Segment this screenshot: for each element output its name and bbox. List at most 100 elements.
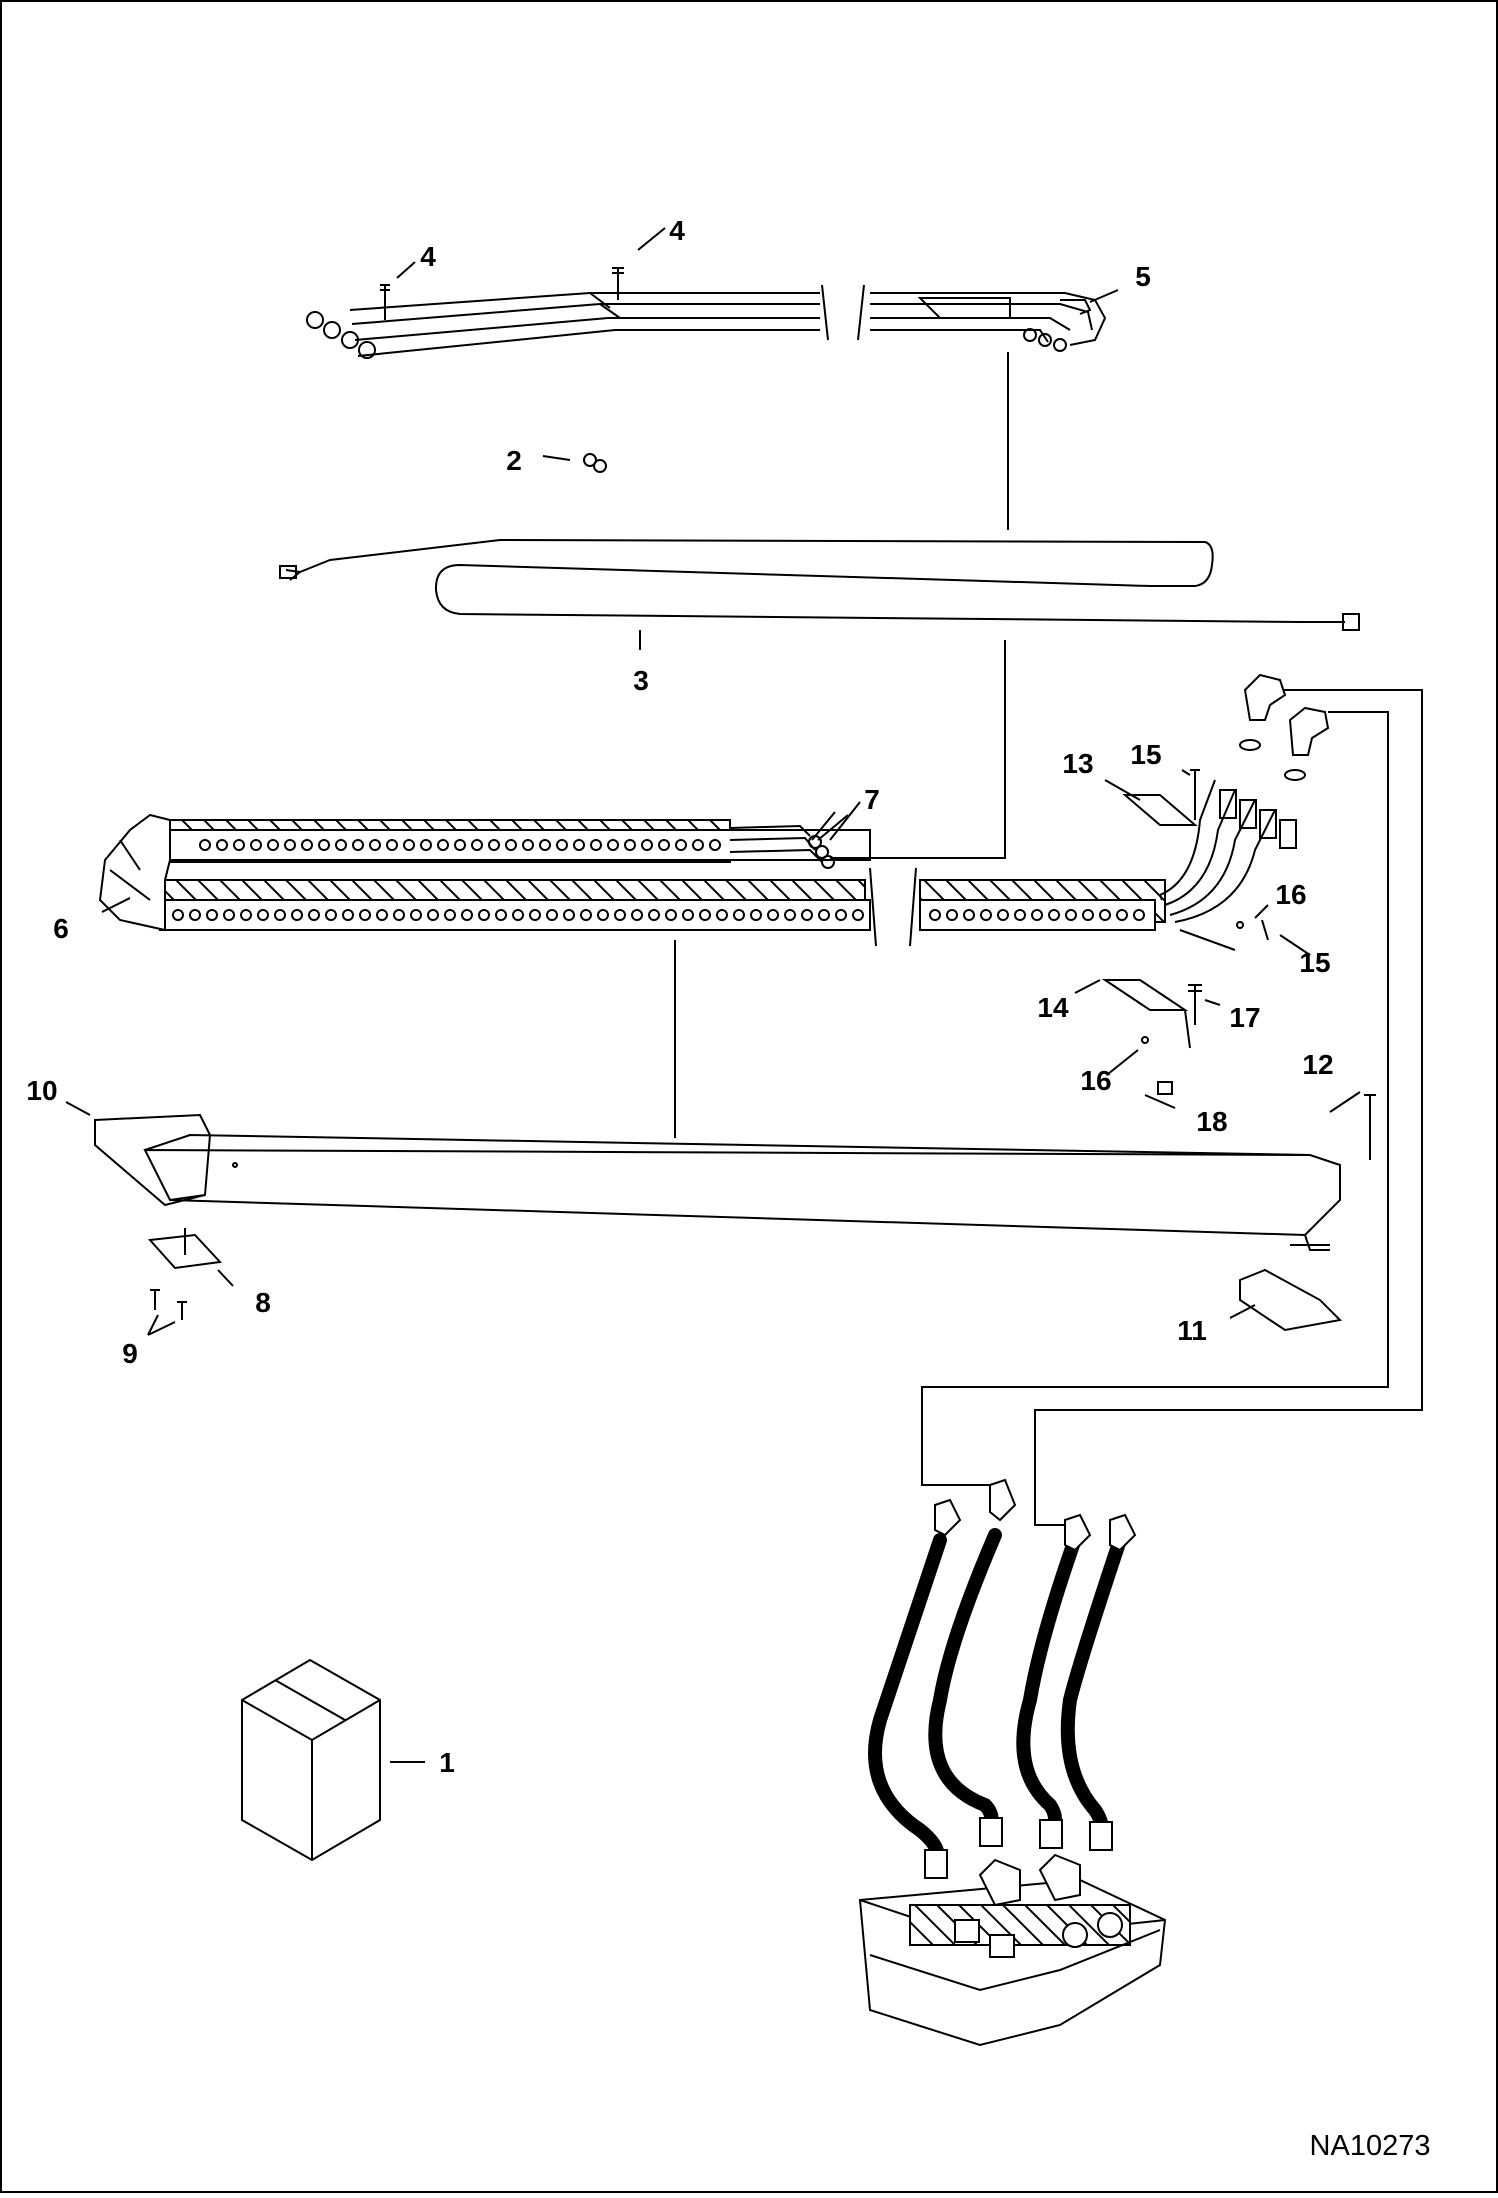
chain-link-hole bbox=[929, 909, 941, 921]
hose-brackets bbox=[1101, 769, 1269, 1095]
chain-link-hole bbox=[257, 909, 269, 921]
chain-link-hole bbox=[767, 909, 779, 921]
chain-link-hole bbox=[709, 839, 721, 851]
callout-6: 6 bbox=[53, 913, 69, 944]
chain-link-hole bbox=[614, 909, 626, 921]
chain-link-hole bbox=[590, 839, 602, 851]
chain-link-hole bbox=[580, 909, 592, 921]
chain-link-hole bbox=[1099, 909, 1111, 921]
callout-4: 4 bbox=[669, 215, 685, 246]
chain-link-hole bbox=[573, 839, 585, 851]
chain-link-hole bbox=[631, 909, 643, 921]
chain-link-hole bbox=[461, 909, 473, 921]
chain-link-hole bbox=[1133, 909, 1145, 921]
beam-mount-hardware bbox=[147, 1094, 1376, 1332]
chain-link-hole bbox=[420, 839, 432, 851]
chain-link-hole bbox=[1031, 909, 1043, 921]
chain-link-hole bbox=[240, 909, 252, 921]
tube-bracket-assembly bbox=[306, 267, 1107, 359]
chain-link-hole bbox=[488, 839, 500, 851]
chain-link-hole bbox=[946, 909, 958, 921]
chain-link-hole bbox=[410, 909, 422, 921]
chain-link-hole bbox=[980, 909, 992, 921]
callout-8: 8 bbox=[255, 1287, 271, 1318]
callout-3: 3 bbox=[633, 665, 649, 696]
wire-harness bbox=[279, 538, 1360, 631]
callout-13: 13 bbox=[1062, 748, 1093, 779]
callout-7: 7 bbox=[864, 784, 880, 815]
connection-lines bbox=[674, 352, 1423, 1526]
chain-link-hole bbox=[189, 909, 201, 921]
chain-hoses bbox=[729, 779, 1297, 923]
chain-link-hole bbox=[997, 909, 1009, 921]
chain-link-hole bbox=[454, 839, 466, 851]
chain-link-hole bbox=[352, 839, 364, 851]
callout-15: 15 bbox=[1299, 947, 1330, 978]
callout-16: 16 bbox=[1080, 1065, 1111, 1096]
chain-link-hole bbox=[733, 909, 745, 921]
hose-ends bbox=[924, 1478, 1137, 1879]
chain-link-hole bbox=[699, 909, 711, 921]
callout-1: 1 bbox=[439, 1747, 455, 1778]
chain-link-hole bbox=[359, 909, 371, 921]
chain-link-hole bbox=[505, 839, 517, 851]
chain-link-hole bbox=[784, 909, 796, 921]
chain-link-hole bbox=[1014, 909, 1026, 921]
chain-link-hole bbox=[342, 909, 354, 921]
chain-link-holes bbox=[172, 839, 1145, 921]
kit-box bbox=[241, 1658, 381, 1862]
chain-link-hole bbox=[403, 839, 415, 851]
chain-link-hole bbox=[665, 909, 677, 921]
chain-link-hole bbox=[556, 839, 568, 851]
callout-15: 15 bbox=[1130, 739, 1161, 770]
callout-16: 16 bbox=[1275, 879, 1306, 910]
chain-link-hole bbox=[1048, 909, 1060, 921]
chain-link-hole bbox=[512, 909, 524, 921]
chain-link-hole bbox=[539, 839, 551, 851]
chain-link-hole bbox=[291, 909, 303, 921]
chain-link-hole bbox=[682, 909, 694, 921]
mounting-beam bbox=[94, 1113, 1341, 1251]
chain-link-hole bbox=[471, 839, 483, 851]
chain-link-hole bbox=[641, 839, 653, 851]
chain-link-hole bbox=[750, 909, 762, 921]
callout-10: 10 bbox=[26, 1075, 57, 1106]
chain-link-hole bbox=[335, 839, 347, 851]
chain-link-hole bbox=[199, 839, 211, 851]
chain-link-hole bbox=[1065, 909, 1077, 921]
callout-11: 11 bbox=[1177, 1315, 1207, 1346]
chain-link-hole bbox=[597, 909, 609, 921]
chain-link-hole bbox=[1116, 909, 1128, 921]
chain-link-hole bbox=[522, 839, 534, 851]
chain-link-hole bbox=[267, 839, 279, 851]
chain-link-hole bbox=[529, 909, 541, 921]
chain-link-hole bbox=[376, 909, 388, 921]
chain-link-hole bbox=[716, 909, 728, 921]
callout-12: 12 bbox=[1302, 1049, 1333, 1080]
chain-link-hole bbox=[495, 909, 507, 921]
chain-link-hole bbox=[546, 909, 558, 921]
cable-carrier-chain bbox=[98, 813, 1166, 947]
chain-link-hole bbox=[648, 909, 660, 921]
chain-link-hole bbox=[1082, 909, 1094, 921]
chain-link-hole bbox=[172, 909, 184, 921]
hydraulic-hoses bbox=[868, 1528, 1127, 1872]
connector-fitting bbox=[583, 453, 607, 473]
drawing-number: NA10273 bbox=[1310, 2130, 1431, 2162]
chain-link-hole bbox=[393, 909, 405, 921]
chain-link-hole bbox=[233, 839, 245, 851]
callout-2: 2 bbox=[506, 445, 522, 476]
callout-17: 17 bbox=[1229, 1002, 1260, 1033]
callout-14: 14 bbox=[1037, 992, 1069, 1023]
chain-link-hole bbox=[437, 839, 449, 851]
chain-link-hole bbox=[852, 909, 864, 921]
chain-link-hole bbox=[675, 839, 687, 851]
chain-link-hole bbox=[835, 909, 847, 921]
chain-link-hole bbox=[223, 909, 235, 921]
callout-4: 4 bbox=[420, 241, 436, 272]
chain-link-hole bbox=[308, 909, 320, 921]
chain-link-hole bbox=[386, 839, 398, 851]
chain-link-hole bbox=[216, 839, 228, 851]
